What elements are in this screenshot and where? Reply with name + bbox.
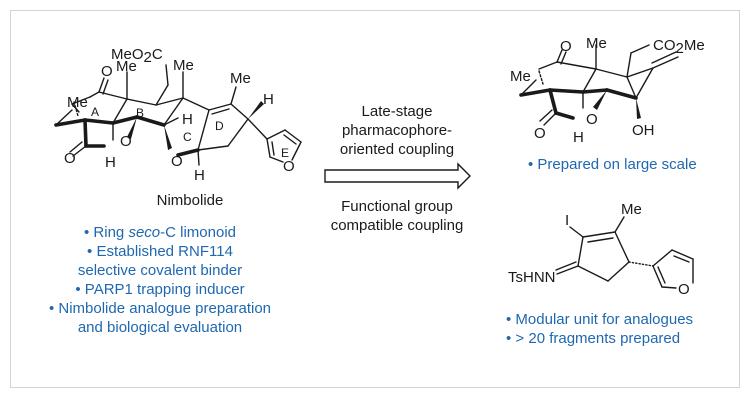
label-h: H <box>194 167 205 184</box>
label-h: H <box>105 154 116 171</box>
label-me: Me <box>586 35 607 52</box>
label-o: O <box>171 153 183 170</box>
label-o: O <box>586 111 598 128</box>
label-h: H <box>263 91 274 108</box>
label-me: Me <box>230 70 251 87</box>
fragment-bottom-bullets: Modular unit for analogues > 20 fragment… <box>506 310 726 348</box>
bullet-rnf114-cont: selective covalent binder <box>77 262 243 279</box>
label-o: O <box>120 133 132 150</box>
bullet-ring-seco: Ring seco-C limonoid <box>30 223 290 242</box>
ring-label-e: E <box>281 146 289 160</box>
label-me: Me <box>621 201 642 218</box>
label-co2me: CO2Me <box>653 37 705 57</box>
ring-label-b: B <box>136 106 144 120</box>
label-h: H <box>573 129 584 146</box>
ring-label-d: D <box>215 119 224 133</box>
bullet-rnf114: Established RNF114 <box>30 242 290 261</box>
label-me: Me <box>116 58 137 75</box>
compound-name: Nimbolide <box>156 192 224 209</box>
label-me: Me <box>67 94 88 111</box>
bullet-fragments-prepared: > 20 fragments prepared <box>506 329 726 348</box>
bullet-modular-unit: Modular unit for analogues <box>506 310 726 329</box>
fragment-top-bullets: Prepared on large scale <box>528 155 728 174</box>
nimbolide-bullets: Ring seco-C limonoid Established RNF114 … <box>30 223 290 337</box>
label-o: O <box>534 125 546 142</box>
label-o: O <box>678 281 690 298</box>
bullet-analogue-cont: and biological evaluation <box>77 319 243 336</box>
label-me: Me <box>510 68 531 85</box>
label-iodo: I <box>565 212 569 229</box>
label-tshnn: TsHNN <box>508 269 556 286</box>
label-o: O <box>101 63 113 80</box>
label-me: Me <box>173 57 194 74</box>
label-meo2c: MeO2C <box>111 46 163 66</box>
bullet-parp1: PARP1 trapping inducer <box>30 280 290 299</box>
label-h: H <box>182 111 193 128</box>
hollow-right-arrow-icon <box>324 162 471 190</box>
ring-label-c: C <box>183 130 192 144</box>
ring-label-a: A <box>91 105 99 119</box>
label-o: O <box>283 158 295 175</box>
bullet-analogue: Nimbolide analogue preparation <box>30 299 290 318</box>
bullet-large-scale: Prepared on large scale <box>528 155 728 174</box>
label-oh: OH <box>632 122 655 139</box>
arrow-label-above: Late-stage pharmacophore- oriented coupl… <box>339 103 455 158</box>
label-o: O <box>64 150 76 167</box>
label-o: O <box>560 38 572 55</box>
arrow-label-below: Functional group compatible coupling <box>330 198 464 234</box>
